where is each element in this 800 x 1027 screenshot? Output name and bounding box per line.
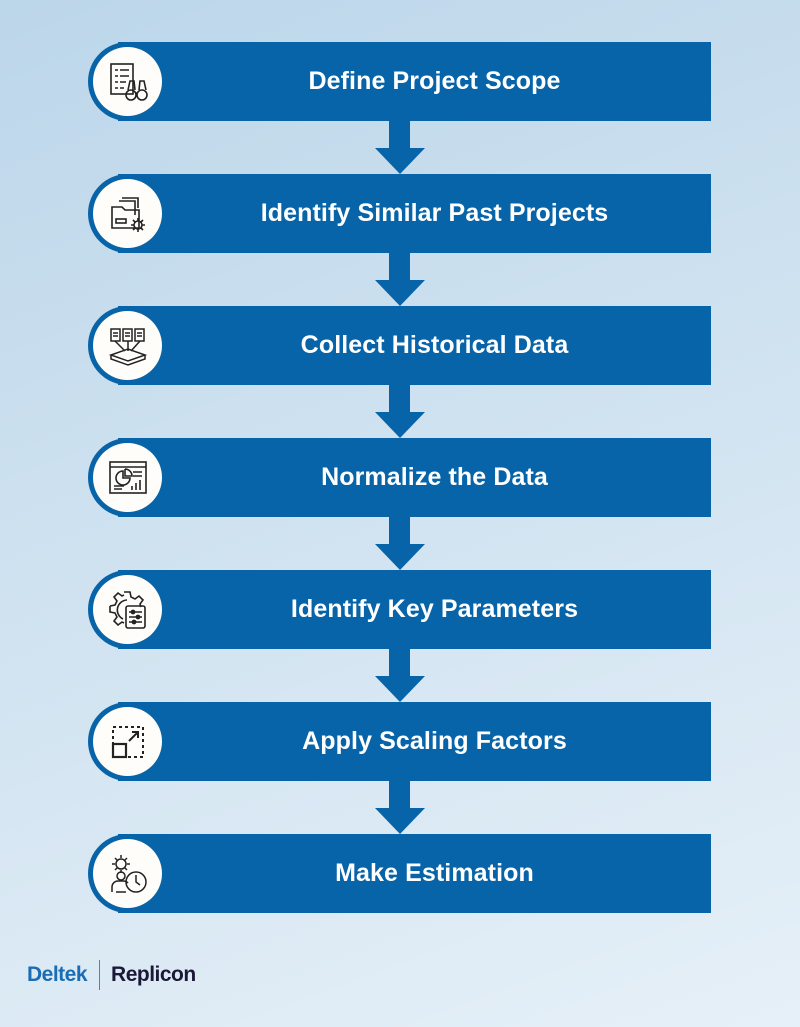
logo-replicon: Replicon [111, 963, 196, 986]
step-identify-key-parameters: Identify Key Parameters [88, 570, 711, 649]
folder-gear-icon [110, 196, 145, 232]
dashboard-chart-icon [108, 460, 147, 494]
step-label: Define Project Scope [308, 67, 561, 95]
arrow-down-icon [375, 253, 425, 306]
step-label: Collect Historical Data [300, 331, 569, 359]
documents-inbox-icon [108, 327, 147, 366]
gear-sliders-icon [108, 590, 146, 629]
step-label: Identify Similar Past Projects [260, 199, 609, 227]
step-make-estimation: Make Estimation [88, 834, 711, 913]
step-identify-similar-past-projects: Identify Similar Past Projects [88, 174, 711, 253]
brand-logo: Deltek Replicon [27, 955, 196, 995]
step-collect-historical-data: Collect Historical Data [88, 306, 711, 385]
arrow-down-icon [375, 517, 425, 570]
step-label: Make Estimation [335, 859, 534, 887]
person-gear-clock-icon [110, 854, 147, 893]
step-label: Identify Key Parameters [290, 595, 579, 623]
step-define-project-scope: Define Project Scope [88, 42, 711, 121]
checklist-binoculars-icon [109, 62, 148, 101]
step-label: Normalize the Data [321, 463, 548, 491]
arrow-down-icon [375, 781, 425, 834]
resize-scale-icon [111, 725, 144, 758]
logo-deltek: Deltek [27, 963, 88, 986]
arrow-down-icon [375, 385, 425, 438]
arrow-down-icon [375, 649, 425, 702]
logo-divider [99, 960, 101, 990]
arrow-down-icon [375, 121, 425, 174]
step-normalize-the-data: Normalize the Data [88, 438, 711, 517]
step-label: Apply Scaling Factors [302, 727, 567, 755]
step-apply-scaling-factors: Apply Scaling Factors [88, 702, 711, 781]
